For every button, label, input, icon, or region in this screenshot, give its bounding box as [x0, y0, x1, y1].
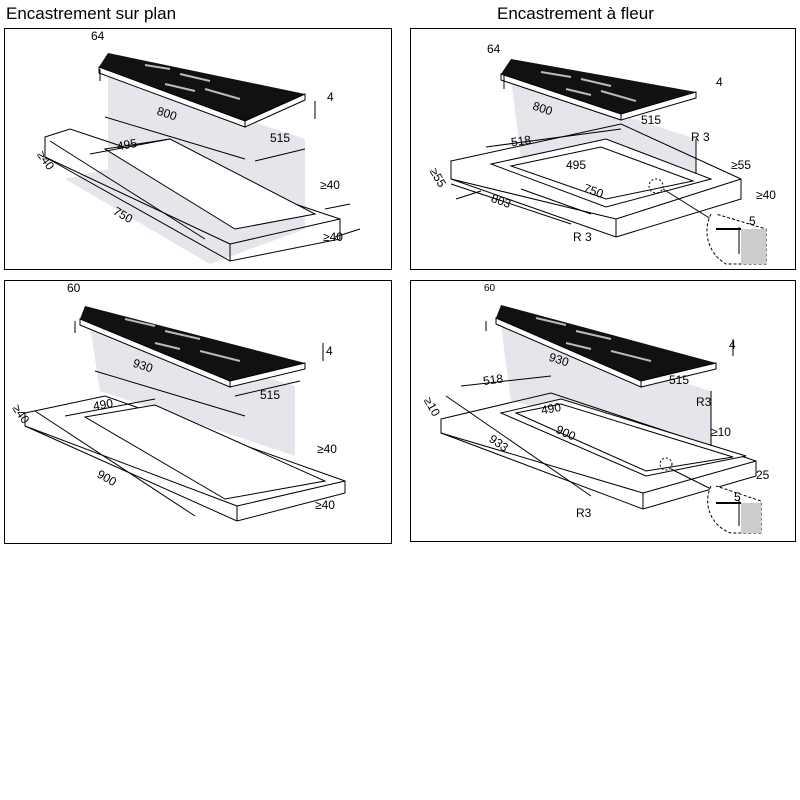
dim-hob-length: 800 [531, 99, 555, 119]
hob-glass [99, 53, 305, 121]
dim-hob-depth: 515 [669, 373, 689, 387]
dim-hob-height: 64 [91, 29, 105, 43]
dim-min-front: ≥10 [421, 395, 443, 420]
dim-glass-thickness: 4 [327, 90, 334, 104]
dim-glass-thickness: 4 [716, 75, 723, 89]
title-flush-mount: Encastrement à fleur [497, 4, 654, 23]
title-surface-mount: Encastrement sur plan [6, 4, 177, 23]
dim-min-back: ≥40 [315, 498, 335, 512]
dim-hob-length: 930 [131, 356, 155, 376]
dim-cutout-depth: 495 [566, 158, 586, 172]
dim-min-front: ≥55 [427, 165, 449, 190]
dim-hob-depth: 515 [641, 113, 661, 127]
dim-radius-bottom: R3 [576, 506, 592, 520]
dim-min-front: ≥40 [34, 148, 57, 173]
dim-hob-height: 64 [487, 42, 501, 56]
dim-hob-length: 930 [547, 350, 571, 370]
installation-zone-shading [501, 326, 711, 451]
cutout [509, 146, 695, 200]
dim-radius-top: R 3 [691, 130, 710, 144]
dim-min-back: ≥40 [756, 188, 776, 202]
dim-hob-depth: 515 [270, 131, 290, 145]
diagram-flush-mount-930: 60 4 930 515 518 490 900 933 ≥10 ≥10 25 … [410, 280, 796, 542]
dim-min-back: 25 [756, 468, 770, 482]
cutout [514, 403, 734, 472]
diagram-surface-mount-930: 60 4 930 515 490 900 ≥40 ≥40 ≥40 [4, 280, 392, 544]
dim-hob-depth: 515 [260, 388, 280, 402]
detail-marker [659, 457, 673, 471]
dim-hob-height: 60 [484, 283, 496, 294]
cutout [83, 404, 327, 500]
dim-min-front: ≥40 [9, 402, 32, 427]
dim-min-side: ≥40 [317, 442, 337, 456]
dim-recess-length: 803 [489, 191, 513, 211]
dim-min-side: ≥40 [320, 178, 340, 192]
cutout [103, 138, 317, 230]
dim-cutout-depth: 490 [540, 400, 562, 417]
dim-recess-depth: 518 [510, 133, 532, 150]
diagram-surface-mount-800: 64 4 800 515 495 750 ≥40 ≥40 ≥40 [4, 28, 392, 270]
dim-min-side: ≥55 [731, 158, 751, 172]
dim-hob-length: 800 [155, 104, 179, 124]
dim-radius-bottom: R 3 [573, 230, 592, 244]
dim-recess-depth: 518 [482, 371, 504, 388]
diagram-flush-mount-800: 64 4 800 515 518 495 750 803 ≥55 ≥55 ≥40… [410, 28, 796, 270]
dim-cutout-length: 750 [582, 181, 606, 201]
hob-glass [80, 306, 305, 381]
dim-radius-top: R3 [696, 395, 712, 409]
dim-detail-step: 5 [749, 214, 756, 228]
dim-cutout-depth: 490 [92, 396, 114, 413]
worktop [44, 128, 341, 262]
dim-cutout-length: 900 [95, 467, 120, 489]
dim-glass-thickness: 4 [326, 344, 333, 358]
dim-min-side: ≥10 [711, 425, 731, 439]
dim-glass-thickness: 4 [729, 338, 736, 352]
dim-detail-step: 5 [734, 490, 741, 504]
dim-cutout-depth: 495 [116, 136, 138, 153]
installation-zone-shading [90, 326, 295, 456]
hob-glass [496, 305, 716, 381]
dim-min-back: ≥40 [323, 230, 343, 244]
dim-hob-height: 60 [67, 281, 81, 295]
detail-marker [648, 178, 664, 194]
